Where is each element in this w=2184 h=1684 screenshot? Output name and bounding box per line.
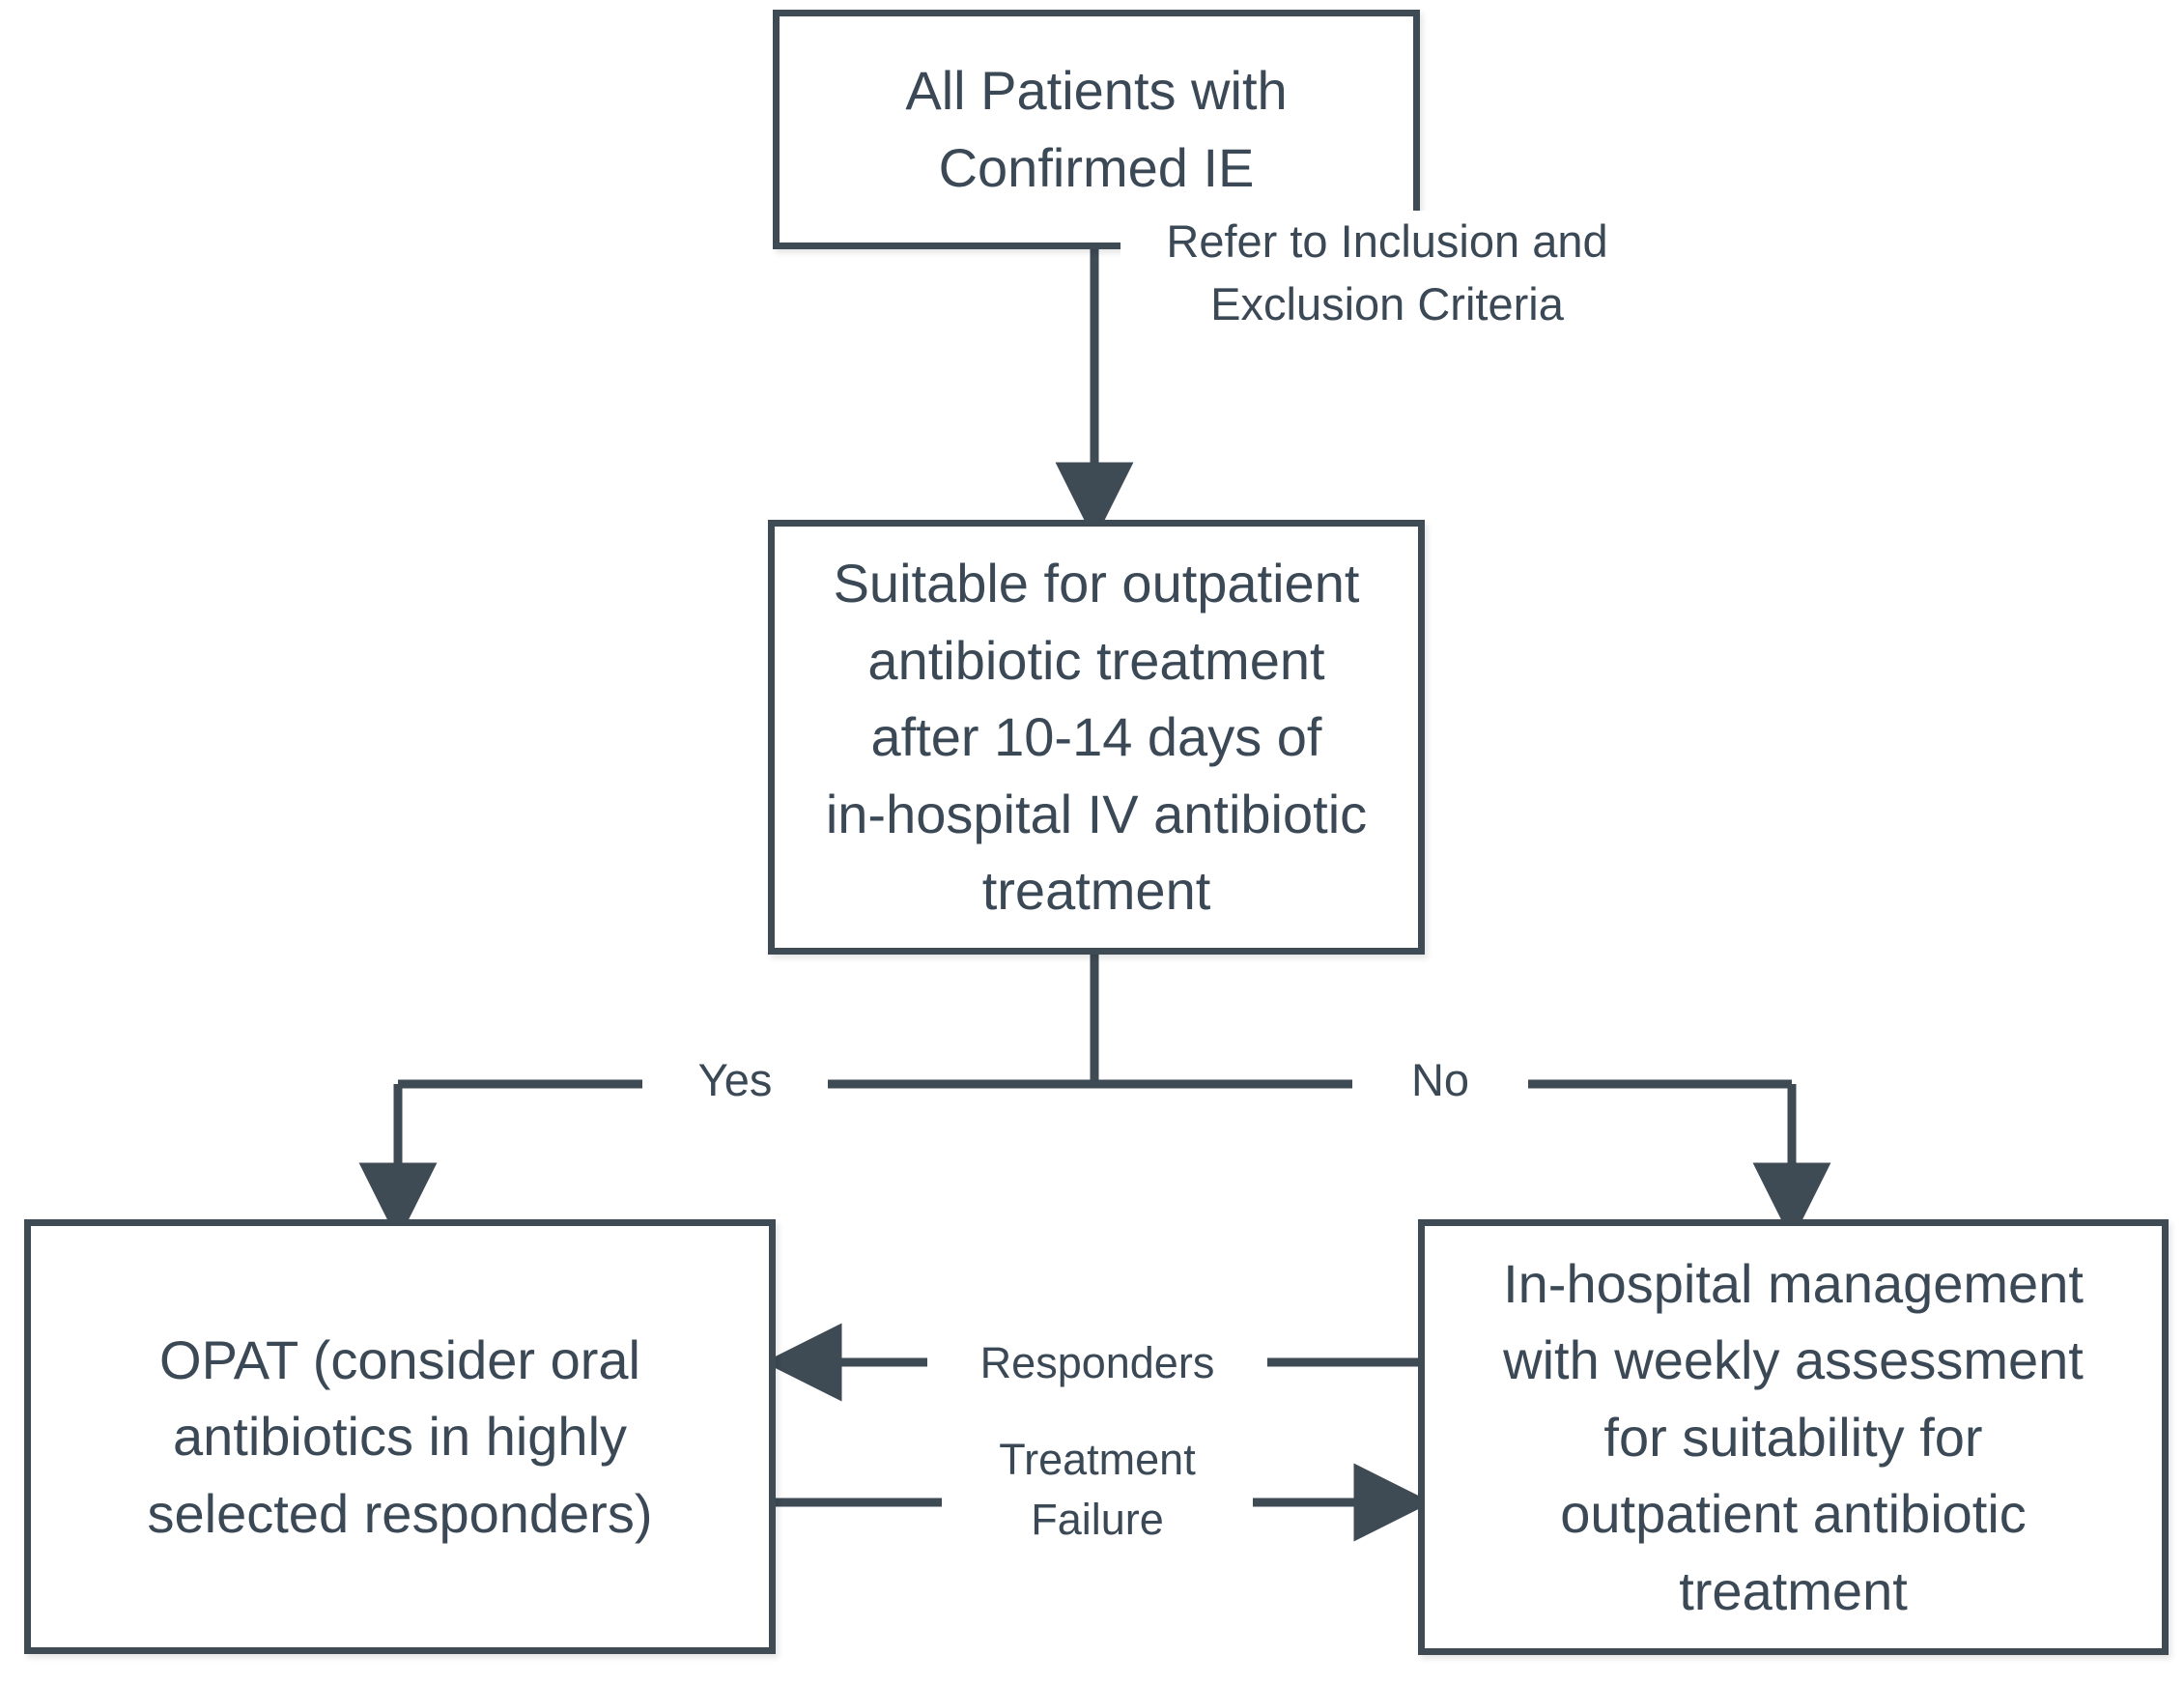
node-all-patients-confirmed-ie[interactable]: All Patients with Confirmed IE — [773, 10, 1420, 249]
edge-label-no: No — [1352, 1049, 1528, 1112]
edge-label-inclusion-exclusion-criteria: Refer to Inclusion and Exclusion Criteri… — [1120, 211, 1654, 336]
node-opat[interactable]: OPAT (consider oral antibiotics in highl… — [24, 1219, 776, 1654]
edge-label-responders: Responders — [927, 1333, 1267, 1394]
edge-label-treatment-failure: Treatment Failure — [942, 1430, 1253, 1551]
node-opat-label: OPAT (consider oral antibiotics in highl… — [147, 1328, 653, 1544]
node-inhospital-label: In-hospital management with weekly asses… — [1503, 1252, 2084, 1621]
node-start-label: All Patients with Confirmed IE — [905, 60, 1288, 198]
node-suitable-for-outpatient-treatment[interactable]: Suitable for outpatient antibiotic treat… — [768, 520, 1425, 955]
edge-label-yes: Yes — [642, 1049, 828, 1112]
node-decision-label: Suitable for outpatient antibiotic treat… — [825, 553, 1368, 922]
node-in-hospital-management[interactable]: In-hospital management with weekly asses… — [1418, 1219, 2169, 1655]
